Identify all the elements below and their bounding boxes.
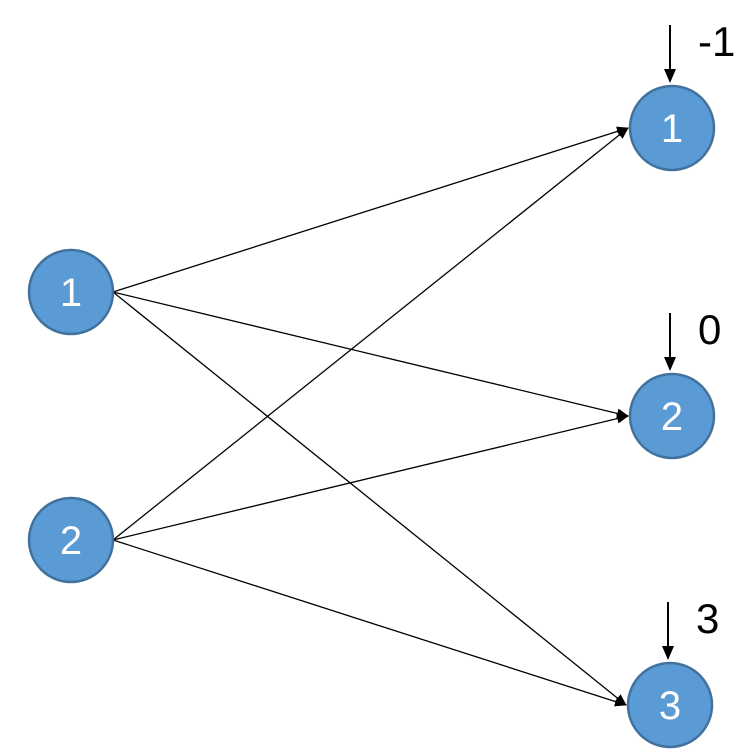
- input-value-label-node-3: 3: [696, 595, 719, 642]
- input-value-label-node-1: -1: [698, 18, 735, 65]
- edge-L2-R2: [112, 413, 629, 541]
- right-node-label-2: 2: [661, 395, 683, 439]
- edge-L2-R3: [112, 539, 627, 707]
- left-node-circle-2: [27, 496, 115, 584]
- left-node-label-2: 2: [60, 519, 82, 563]
- right-node-3: 3: [626, 661, 714, 749]
- edges-layer: [112, 126, 629, 707]
- edge-L1-R2: [112, 291, 629, 419]
- right-node-circle-1: [628, 84, 716, 172]
- edge-L2-R1: [112, 127, 629, 541]
- right-node-circle-3: [626, 661, 714, 749]
- input-arrows-layer: -1 0 3: [662, 18, 735, 660]
- left-node-2: 2: [27, 496, 115, 584]
- left-node-1: 1: [27, 248, 115, 336]
- edge-L1-R3: [112, 291, 627, 706]
- right-node-circle-2: [628, 372, 716, 460]
- left-node-circle-1: [27, 248, 115, 336]
- right-node-2: 2: [628, 372, 716, 460]
- left-node-label-1: 1: [60, 271, 82, 315]
- right-node-label-1: 1: [661, 107, 683, 151]
- right-node-1: 1: [628, 84, 716, 172]
- nodes-layer: 1 2 1 2 3: [27, 84, 716, 749]
- input-value-label-node-2: 0: [698, 306, 721, 353]
- right-node-label-3: 3: [659, 684, 681, 728]
- edge-L1-R1: [112, 126, 629, 293]
